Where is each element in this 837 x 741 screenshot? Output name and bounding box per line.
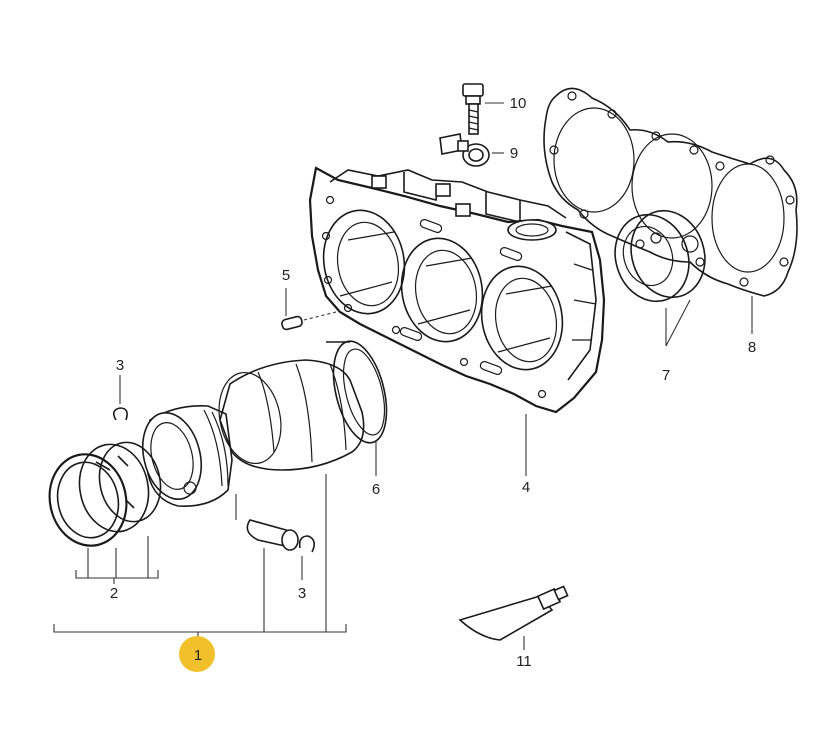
piston-rings-part-2[interactable]	[41, 437, 167, 553]
sealant-tube-part-11[interactable]	[458, 585, 569, 641]
part-label-8: 8	[748, 339, 756, 356]
part-label-5: 5	[282, 267, 290, 284]
part-label-10: 10	[510, 95, 527, 112]
part-label-3b: 3	[298, 585, 306, 602]
circlip-part-3b[interactable]	[298, 535, 316, 553]
part-1-highlight-badge	[179, 636, 215, 672]
cylinder-liner-part-6[interactable]	[324, 336, 396, 449]
sensor-part-9[interactable]	[439, 133, 490, 167]
part-label-4: 4	[522, 479, 530, 496]
circlip-part-3a[interactable]	[112, 407, 128, 421]
part-label-2: 2	[110, 585, 118, 602]
seal-rings-part-7[interactable]	[604, 201, 716, 311]
part-label-9: 9	[510, 145, 518, 162]
leader-lines	[53, 102, 753, 650]
bolt-part-10[interactable]	[462, 83, 484, 135]
piston-pin[interactable]	[246, 519, 299, 551]
part-label-7: 7	[662, 367, 670, 384]
cylinder-sleeve[interactable]	[211, 359, 365, 471]
cylinder-block-part-4[interactable]	[308, 166, 606, 414]
part-label-11: 11	[516, 653, 532, 670]
part-label-6: 6	[372, 481, 380, 498]
dowel-pin-part-5[interactable]	[281, 311, 337, 331]
part-label-1: 1	[194, 647, 202, 664]
head-gasket-part-8[interactable]	[543, 87, 798, 297]
part-label-3a: 3	[116, 357, 124, 374]
piston[interactable]	[134, 404, 233, 507]
